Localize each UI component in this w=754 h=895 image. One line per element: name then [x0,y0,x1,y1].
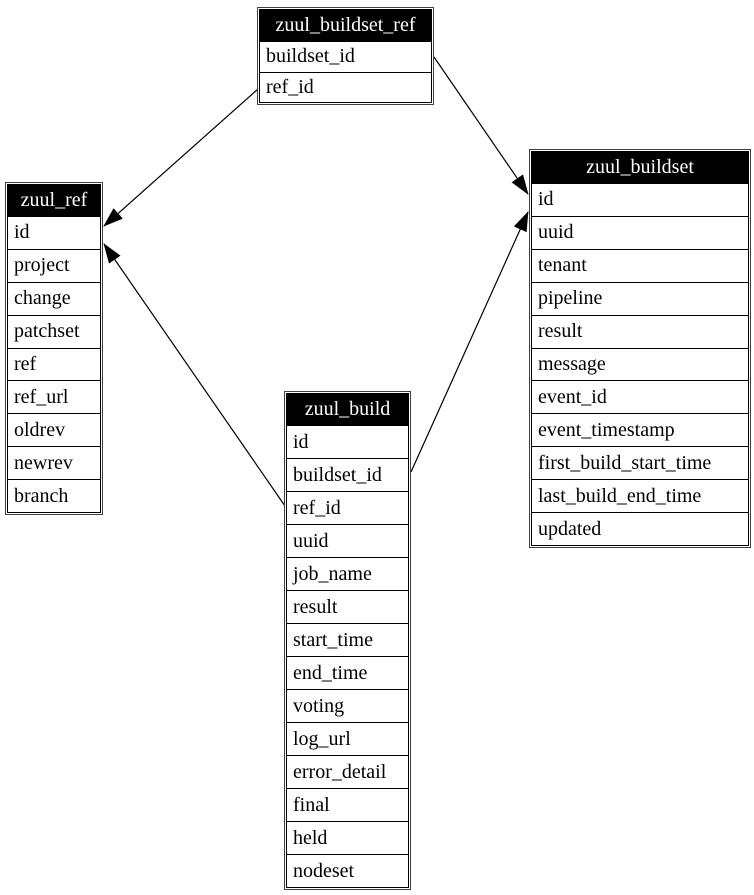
table-title: zuul_buildset [531,151,749,183]
table-row-newrev: newrev [7,446,101,481]
table-row-oldrev: oldrev [7,413,101,448]
table-row-id: id [7,216,101,250]
table-row-buildset_id: buildset_id [259,41,432,73]
edge-zuul_buildset_ref-ref_id-to-zuul_ref-id [103,88,259,227]
edge-zuul_buildset_ref-buildset_id-to-zuul_buildset-id [433,56,529,195]
table-title: zuul_build [286,393,409,425]
table-row-tenant: tenant [531,248,749,283]
table-row-result: result [286,590,409,624]
edge-zuul_build-ref_id-to-zuul_ref-id [103,243,286,507]
table-row-first_build_start_time: first_build_start_time [531,446,749,481]
table-title: zuul_ref [7,184,101,216]
table-row-ref: ref [7,347,101,382]
table-row-error_detail: error_detail [286,755,409,789]
table-row-branch: branch [7,479,101,514]
table-row-voting: voting [286,689,409,723]
table-row-project: project [7,248,101,283]
table-row-event_id: event_id [531,380,749,415]
table-row-log_url: log_url [286,722,409,756]
table-row-ref_id: ref_id [259,71,432,103]
table-row-id: id [286,425,409,459]
table-row-result: result [531,314,749,349]
table-row-change: change [7,281,101,316]
table-row-id: id [531,183,749,217]
table-row-buildset_id: buildset_id [286,458,409,492]
table-row-end_time: end_time [286,656,409,690]
table-row-ref_id: ref_id [286,491,409,525]
table-row-uuid: uuid [286,524,409,558]
table-row-final: final [286,788,409,822]
table-row-uuid: uuid [531,215,749,250]
table-row-start_time: start_time [286,623,409,657]
table-row-last_build_end_time: last_build_end_time [531,479,749,514]
table-row-message: message [531,347,749,382]
table-row-updated: updated [531,512,749,546]
table-row-patchset: patchset [7,314,101,349]
table-row-ref_url: ref_url [7,380,101,415]
table-title: zuul_buildset_ref [259,9,432,41]
table-row-nodeset: nodeset [286,854,409,888]
table-row-job_name: job_name [286,557,409,591]
edge-zuul_build-buildset_id-to-zuul_buildset-id [410,211,529,473]
table-row-event_timestamp: event_timestamp [531,413,749,448]
table-row-held: held [286,821,409,855]
table-row-pipeline: pipeline [531,281,749,316]
